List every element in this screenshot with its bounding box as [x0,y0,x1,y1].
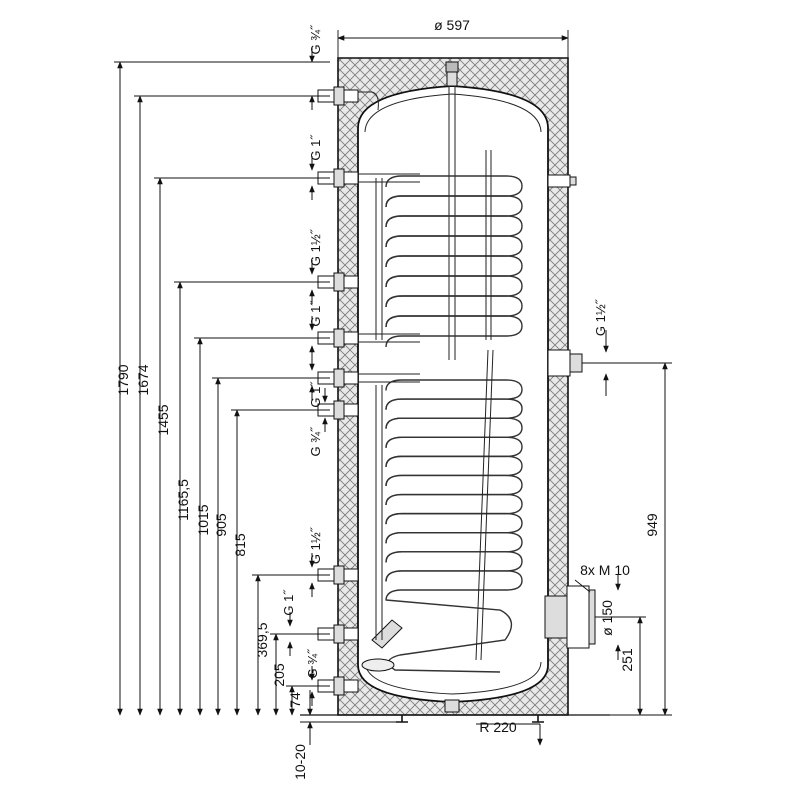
connection-label-top: G ¾˝ [308,24,323,55]
connection-nut [333,368,345,388]
coil-supports [375,150,494,661]
connection-nut [333,400,345,420]
inner-pipe [358,333,420,343]
inner-pipe [358,173,420,183]
connection-label-2: G 1˝ [308,134,323,161]
dimension-lines [114,30,672,746]
anode-rod [445,61,459,360]
height-label-815: 815 [232,533,248,557]
height-label-251: 251 [619,648,635,672]
coil-turn [385,570,523,601]
height-label-1015: 1015 [195,504,211,535]
height-label-1674: 1674 [135,364,151,395]
tank-feet [300,658,610,723]
flange-diameter-label: ø 150 [599,600,615,636]
connection-nut [333,328,345,348]
top-inner-pipe [358,91,379,111]
right-sleeve [547,174,583,377]
connection-label-4: G 1˝ [308,300,323,327]
connection-label-9: G ¾˝ [305,648,320,679]
height-label-1165-5: 1165,5 [175,479,191,521]
height-label-205: 205 [271,663,287,687]
connection-nut [333,624,345,644]
connection-nut [333,676,345,696]
foot-radius-label: R 220 [479,719,517,735]
left-connections [317,86,420,696]
height-label-1790: 1790 [115,364,131,395]
height-label-905: 905 [213,513,229,537]
top-diameter-label: ø 597 [434,17,470,33]
anode-thread-label: G 1½˝ [593,298,608,336]
connection-nut [333,168,345,188]
inspection-flange [544,585,596,649]
coil-turn [385,315,523,348]
height-label-10-20: 10-20 [292,744,308,780]
height-label-949: 949 [644,513,660,537]
connection-nut [333,272,345,292]
storage-tank [357,85,549,703]
height-label-369-5: 369,5 [254,622,270,657]
flange-bolts-label: 8x M 10 [580,562,630,578]
connection-nut [333,565,345,585]
connection-nut [333,86,345,106]
connection-label-7: G 1½˝ [308,526,323,564]
inner-pipe [358,373,420,383]
upper-heat-exchanger-coil [385,175,523,348]
coil-tail-fitting [371,619,403,649]
connection-label-5: G 1˝ [308,381,323,408]
connection-label-3: G 1½˝ [308,228,323,266]
dimension-labels: ø 597 1790 1674 1455 1165,5 1015 905 815… [115,17,660,780]
leader-line [574,579,591,593]
connection-label-8: G 1˝ [281,589,296,616]
connection-label-6: G ¾˝ [308,426,323,457]
lower-heat-exchanger-coil [371,379,523,673]
height-label-74: 74 [287,692,303,708]
height-label-1455: 1455 [155,404,171,435]
